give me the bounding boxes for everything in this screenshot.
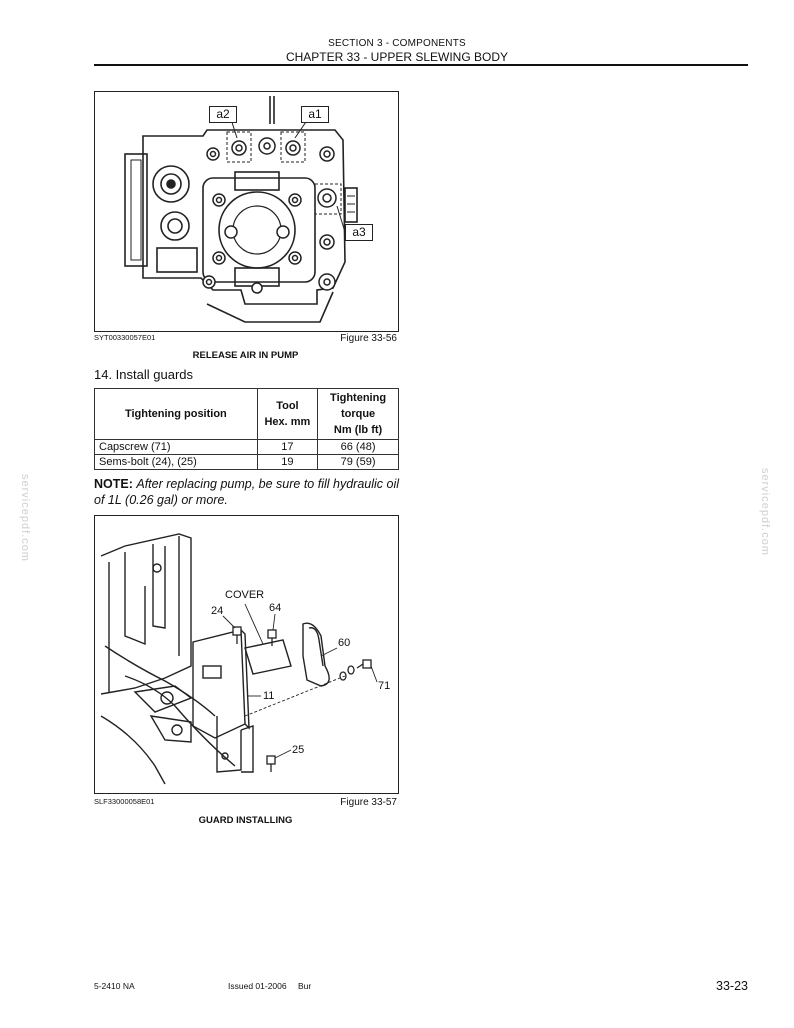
note-text: After replacing pump, be sure to fill hy… (94, 477, 400, 507)
figure2-number: Figure 33-57 (340, 797, 397, 808)
label-cover: COVER (225, 589, 265, 601)
cell-tool: 19 (256, 454, 319, 470)
figure1-title: RELEASE AIR IN PUMP (192, 350, 299, 361)
figure1-code: SYT00330057E01 (94, 333, 156, 342)
step-install-guards: 14. Install guards (94, 367, 194, 382)
cell-position: Capscrew (71) (94, 439, 258, 455)
figure-guard-box: COVER 24 64 60 71 11 25 (94, 515, 399, 794)
label-64: 64 (269, 602, 282, 614)
callout-a3: a3 (345, 224, 373, 241)
header-torque: Tightening torque Nm (lb ft) (317, 388, 399, 440)
note-label: NOTE: (94, 477, 133, 491)
cell-torque: 66 (48) (317, 439, 399, 455)
footer-issued: Issued 01-2006 (228, 981, 287, 991)
table-row: Capscrew (71) 17 66 (48) (94, 439, 399, 455)
watermark-right: servicepdf.com (759, 468, 771, 556)
footer-doc: 5-2410 NA (94, 981, 135, 991)
label-71: 71 (378, 680, 391, 692)
tightening-table: Tightening position Tool Hex. mm Tighten… (94, 388, 399, 470)
pump-illustration (124, 96, 358, 323)
table-row: Sems-bolt (24), (25) 19 79 (59) (94, 454, 399, 470)
table-header-row: Tightening position Tool Hex. mm Tighten… (94, 388, 399, 440)
label-60: 60 (338, 637, 351, 649)
watermark-left: servicepdf.com (19, 474, 31, 562)
callout-a2: a2 (209, 106, 237, 123)
figure2-title: GUARD INSTALLING (198, 815, 293, 826)
footer-lang: Bur (298, 981, 312, 991)
note: NOTE: After replacing pump, be sure to f… (94, 476, 404, 508)
header-rule (94, 64, 748, 66)
label-25: 25 (292, 744, 305, 756)
cell-tool: 17 (256, 439, 319, 455)
section-header: SECTION 3 - COMPONENTS (328, 38, 466, 49)
guard-illustration (100, 533, 378, 785)
header-tool: Tool Hex. mm (256, 388, 319, 440)
cell-position: Sems-bolt (24), (25) (94, 454, 258, 470)
figure1-number: Figure 33-56 (340, 333, 397, 344)
chapter-header: CHAPTER 33 - UPPER SLEWING BODY (285, 50, 509, 64)
callout-a1: a1 (301, 106, 329, 123)
label-11: 11 (263, 690, 275, 702)
figure-pump-box: a2 a1 a3 (94, 91, 399, 332)
figure2-code: SLF33000058E01 (94, 797, 155, 806)
header-position: Tightening position (94, 388, 258, 440)
cell-torque: 79 (59) (317, 454, 399, 470)
label-24: 24 (211, 605, 224, 617)
page-number: 33-23 (716, 979, 748, 993)
